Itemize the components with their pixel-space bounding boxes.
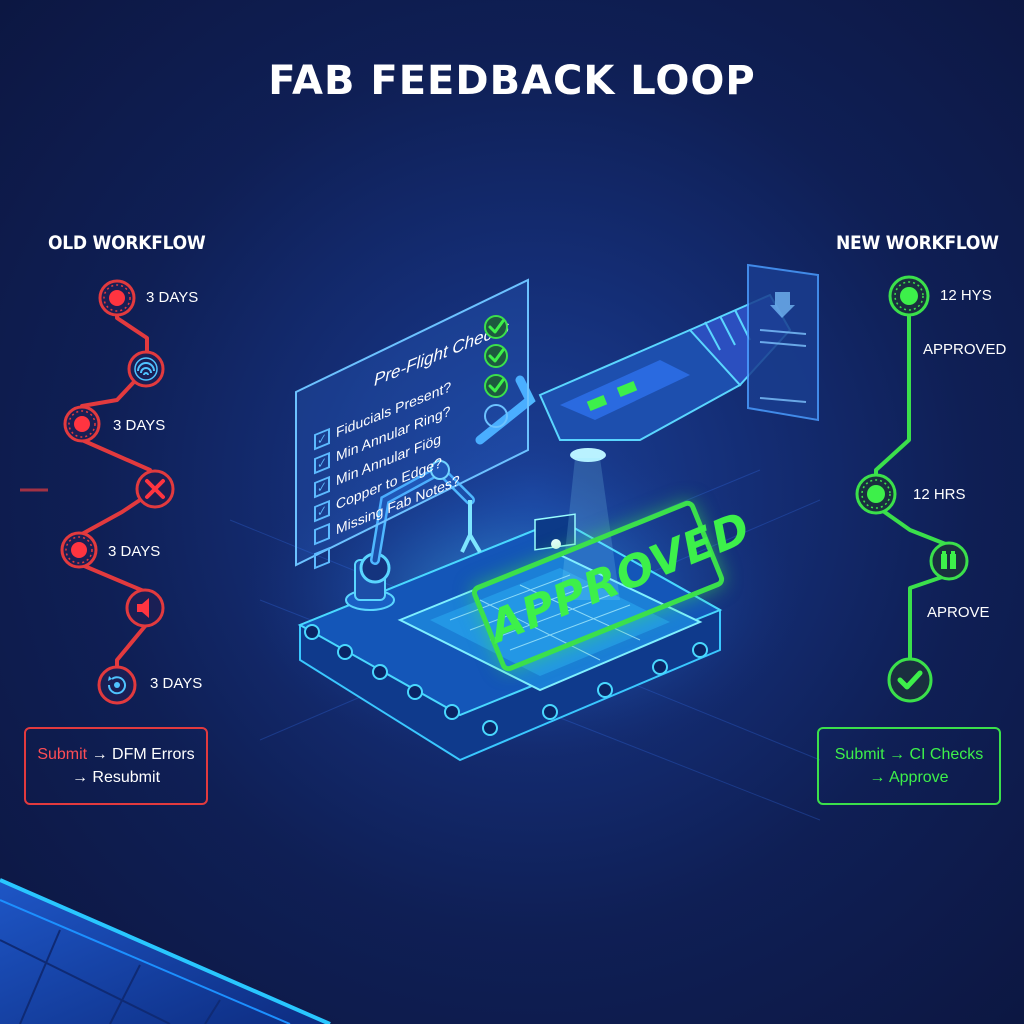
green-dot-icon bbox=[855, 473, 897, 515]
battery-icon bbox=[929, 541, 969, 581]
old-step-1-label: 3 DAYS bbox=[146, 289, 199, 306]
old-step-7 bbox=[96, 664, 138, 706]
summary-ci-label: Submit → CI Checks bbox=[834, 746, 984, 763]
summary-resubmit-label: → Resubmit bbox=[71, 769, 161, 786]
speaker-icon bbox=[125, 588, 165, 628]
red-dot-icon bbox=[63, 405, 101, 443]
refresh-icon bbox=[97, 665, 137, 705]
old-step-6 bbox=[124, 587, 166, 629]
hologram-display bbox=[747, 263, 819, 422]
pcb-board bbox=[397, 513, 703, 692]
new-step-3-label: 12 HRS bbox=[913, 486, 966, 503]
summary-errors-label: → DFM Errors bbox=[87, 746, 195, 763]
old-workflow-heading: OLD WORKFLOW bbox=[48, 232, 206, 254]
old-step-3-label: 3 DAYS bbox=[113, 417, 166, 434]
x-mark-icon bbox=[135, 469, 175, 509]
new-step-3 bbox=[854, 472, 898, 516]
new-step-2-label: APPROVED bbox=[923, 341, 1007, 358]
old-step-1 bbox=[97, 278, 137, 318]
new-step-4-label: APROVE bbox=[927, 604, 990, 621]
old-step-5-label: 3 DAYS bbox=[108, 543, 161, 560]
green-dot-icon bbox=[888, 275, 930, 317]
new-step-1-label: 12 HYS bbox=[940, 287, 992, 304]
new-step-5 bbox=[886, 656, 934, 704]
old-step-4 bbox=[134, 468, 176, 510]
summary-submit-label: Submit bbox=[37, 746, 88, 763]
new-workflow-heading: NEW WORKFLOW bbox=[836, 232, 999, 254]
new-step-1 bbox=[887, 274, 931, 318]
new-workflow-summary: Submit → CI Checks → Approve bbox=[817, 727, 1001, 805]
old-workflow-summary: Submit → DFM Errors → Resubmit bbox=[24, 727, 208, 805]
old-step-7-label: 3 DAYS bbox=[150, 675, 203, 692]
fingerprint-icon bbox=[127, 350, 165, 388]
old-step-5 bbox=[59, 530, 99, 570]
red-dot-icon bbox=[98, 279, 136, 317]
red-dot-icon bbox=[60, 531, 98, 569]
old-step-3 bbox=[62, 404, 102, 444]
page-title: FAB FEEDBACK LOOP bbox=[268, 58, 756, 104]
old-step-2 bbox=[126, 349, 166, 389]
checkmark-icon bbox=[887, 657, 933, 703]
checklist-panel bbox=[295, 278, 529, 567]
new-step-4 bbox=[928, 540, 970, 582]
summary-approve-label: → Approve bbox=[869, 769, 949, 786]
